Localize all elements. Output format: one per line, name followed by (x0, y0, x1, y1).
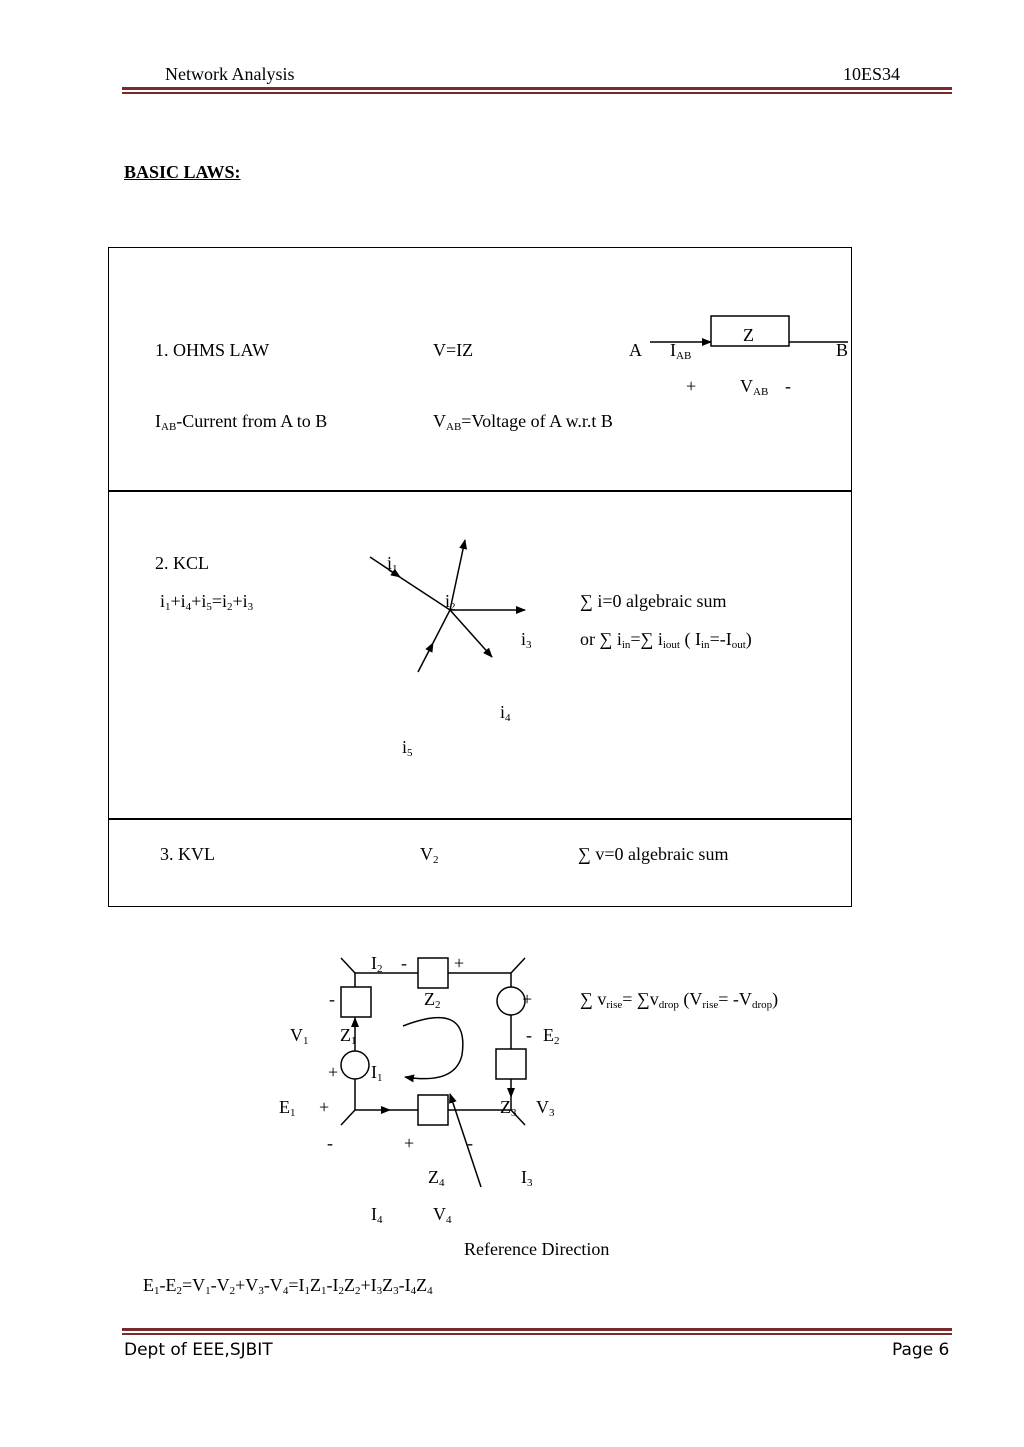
kvl-sum-text: ∑ v=0 algebraic sum (578, 844, 729, 864)
header-rule-thin (122, 92, 952, 94)
footer-dept: Dept of EEE,SJBIT (124, 1340, 273, 1360)
kcl-equation: i1+i4+i5=i2+i3 (160, 591, 254, 613)
voltage-vab-label: VAB (740, 376, 769, 398)
circuit-sign: + (522, 989, 533, 1009)
circuit-label-z4: Z4 (428, 1167, 445, 1189)
kvl-impedance-z4 (417, 1094, 449, 1126)
reference-direction-arrow (449, 1093, 482, 1188)
header-code: 10ES34 (843, 64, 901, 84)
voltage-definition: VAB=Voltage of A w.r.t B (433, 411, 613, 433)
kcl-sum-text: ∑ i=0 algebraic sum (580, 591, 727, 611)
kcl-heading: 2. KCL (155, 553, 209, 573)
current-definition: IAB-Current from A to B (155, 411, 328, 433)
circuit-label-v1: V1 (290, 1025, 309, 1047)
header-title: Network Analysis (165, 64, 295, 84)
circuit-label-z1: Z1 (340, 1025, 357, 1047)
section-title: BASIC LAWS: (124, 162, 241, 182)
circuit-sign: + (404, 1133, 415, 1153)
kcl-branch-i3 (449, 609, 493, 658)
footer-rule (122, 1328, 952, 1331)
kvl-impedance-z3 (495, 1048, 527, 1080)
impedance-box (710, 315, 790, 347)
circuit-sign: - (329, 989, 335, 1009)
kvl-corner-bl (340, 1109, 356, 1126)
footer-rule-thin (122, 1333, 952, 1335)
header-rule (122, 87, 952, 90)
kvl-rise-drop: ∑ vrise= ∑vdrop (Vrise= -Vdrop) (580, 989, 779, 1011)
kcl-branch-i5-tail (432, 609, 451, 644)
circuit-sign: + (454, 953, 465, 973)
circuit-label-i1: I1 (371, 1062, 383, 1084)
circuit-label-e1: E1 (279, 1097, 296, 1119)
kvl-heading: 3. KVL (160, 844, 215, 864)
circuit-sign: - (467, 1133, 473, 1153)
kcl-arrow-i1 (369, 556, 401, 578)
kvl-loop-arrow (402, 1017, 464, 1083)
kcl-branch-up (449, 539, 468, 611)
circuit-sign: - (327, 1133, 333, 1153)
circuit-label-i3: I3 (521, 1167, 533, 1189)
circuit-sign: - (526, 1025, 532, 1045)
node-b-label: B (836, 340, 849, 360)
kvl-corner-tl (340, 957, 356, 974)
kvl-impedance-z2 (417, 957, 449, 989)
kvl-source-e1 (340, 1050, 370, 1080)
minus-sign: - (785, 376, 791, 396)
circuit-sign: + (319, 1097, 330, 1117)
kvl-box (108, 818, 852, 907)
kcl-box (108, 490, 852, 820)
current-iab-label: IAB (670, 340, 692, 362)
footer-page-number: Page 6 (892, 1340, 950, 1360)
kvl-corner-br (510, 1109, 526, 1126)
circuit-sign: - (401, 953, 407, 973)
circuit-label-v3: V3 (536, 1097, 555, 1119)
kcl-label-i2: i2 (445, 591, 456, 613)
kvl-impedance-z1 (340, 986, 372, 1018)
circuit-label-i4: I4 (371, 1204, 383, 1226)
ohms-equation: V=IZ (433, 340, 474, 360)
kvl-final-equation: E1-E2=V1-V2+V3-V4=I1Z1-I2Z2+I3Z3-I4Z4 (143, 1275, 433, 1297)
kcl-label-i5: i5 (402, 737, 413, 759)
circuit-label-e2: E2 (543, 1025, 560, 1047)
ohms-law-box (108, 247, 852, 492)
kcl-label-i4: i4 (500, 702, 511, 724)
kcl-or-line: or ∑ iin=∑ iiout ( Iin=-Iout) (580, 629, 752, 651)
circuit-label-i2: I2 (371, 953, 383, 975)
reference-direction-label: Reference Direction (464, 1239, 610, 1259)
ohms-heading: 1. OHMS LAW (155, 340, 270, 360)
kcl-branch-i5 (417, 642, 434, 673)
impedance-z-label: Z (743, 325, 754, 345)
kvl-label-v2: V2 (420, 844, 439, 866)
circuit-sign: + (328, 1062, 339, 1082)
kcl-label-i3: i3 (521, 629, 532, 651)
node-a-label: A (629, 340, 642, 360)
kvl-source-e2 (496, 986, 526, 1016)
plus-sign: + (686, 376, 697, 396)
kvl-corner-tr (510, 957, 526, 974)
circuit-label-v4: V4 (433, 1204, 452, 1226)
circuit-label-z2: Z2 (424, 989, 441, 1011)
